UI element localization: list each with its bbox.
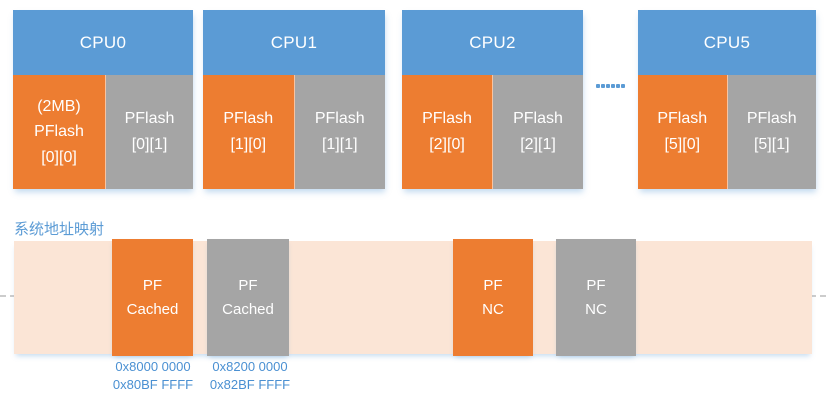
segment-pf-nc-gray: PF NC	[556, 239, 636, 356]
pflash-cell-5-0: PFlash [5][0]	[638, 75, 728, 189]
address-range-pf-cached-orange: 0x8000 0000 0x80BF FFFF	[104, 358, 202, 394]
pflash-cell-0-0: (2MB) PFlash [0][0]	[13, 75, 106, 189]
system-address-map-title: 系统地址映射	[14, 221, 105, 238]
address-start: 0x8000 0000	[115, 359, 191, 374]
address-start: 0x8200 0000	[212, 359, 288, 374]
cpu-block-cpu5: CPU5 PFlash [5][0] PFlash [5][1]	[638, 10, 816, 189]
cpu1-header: CPU1	[203, 10, 385, 75]
segment-pf-nc-orange: PF NC	[453, 239, 533, 356]
cpu0-body: (2MB) PFlash [0][0] PFlash [0][1]	[13, 75, 193, 189]
cpu2-header: CPU2	[402, 10, 583, 75]
cpu-block-cpu1: CPU1 PFlash [1][0] PFlash [1][1]	[203, 10, 385, 189]
pflash-cell-2-0: PFlash [2][0]	[402, 75, 493, 189]
pflash-cell-0-1: PFlash [0][1]	[106, 75, 193, 189]
pflash-cell-1-1: PFlash [1][1]	[294, 75, 385, 189]
pflash-cell-5-1: PFlash [5][1]	[727, 75, 816, 189]
cpu-block-cpu2: CPU2 PFlash [2][0] PFlash [2][1]	[402, 10, 583, 189]
cpu1-body: PFlash [1][0] PFlash [1][1]	[203, 75, 385, 189]
segment-pf-cached-orange: PF Cached	[112, 239, 193, 356]
address-end: 0x80BF FFFF	[112, 377, 194, 392]
segment-pf-cached-gray: PF Cached	[207, 239, 289, 356]
ellipsis-icon	[596, 84, 625, 88]
cpu5-header: CPU5	[638, 10, 816, 75]
cpu5-body: PFlash [5][0] PFlash [5][1]	[638, 75, 816, 189]
address-range-pf-cached-gray: 0x8200 0000 0x82BF FFFF	[200, 358, 300, 394]
cpu2-body: PFlash [2][0] PFlash [2][1]	[402, 75, 583, 189]
pflash-cell-2-1: PFlash [2][1]	[493, 75, 583, 189]
cpu0-header: CPU0	[13, 10, 193, 75]
pflash-cell-1-0: PFlash [1][0]	[203, 75, 295, 189]
cpu-block-cpu0: CPU0 (2MB) PFlash [0][0] PFlash [0][1]	[13, 10, 193, 189]
address-end: 0x82BF FFFF	[209, 377, 291, 392]
